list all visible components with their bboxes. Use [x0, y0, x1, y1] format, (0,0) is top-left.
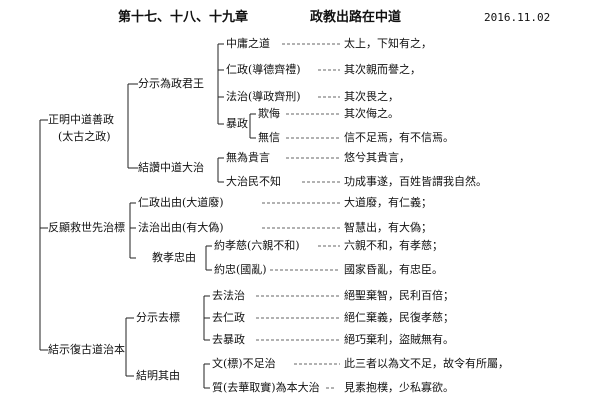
text-line: 絕聖棄智，民利百倍； — [344, 289, 454, 302]
date-label: 2016.11.02 — [484, 11, 551, 24]
chapters-heading: 第十七、十八、十九章 — [118, 10, 249, 25]
page-title: 政教出路在中道 — [310, 10, 402, 25]
text-line: 國家昏亂，有忠臣。 — [344, 263, 443, 276]
item-qu-fazhi: 去法治 — [212, 289, 245, 302]
text-line: 其次親而譽之， — [344, 63, 421, 76]
item-renzheng: 仁政(導德齊禮) — [226, 63, 301, 76]
text-line: 六親不和，有孝慈； — [344, 239, 443, 252]
text-line: 智慧出，有大偽； — [344, 221, 432, 234]
item-qiwu: 欺侮 — [258, 107, 280, 120]
text-line: 絕仁棄義，民復孝慈； — [344, 311, 454, 324]
node-jieming-qiyou: 結明其由 — [136, 369, 180, 382]
text-line: 悠兮其貴言， — [344, 151, 410, 164]
item-zhongyong: 中庸之道 — [226, 37, 270, 50]
item-fazhi-chuyou: 法治出由(有大偽) — [138, 221, 224, 234]
item-renzheng-chuyou: 仁政出由(大道廢) — [138, 196, 224, 209]
root-label-fanxian: 反顯救世先治標 — [48, 221, 125, 234]
text-line: 絕巧棄利，盜賊無有。 — [344, 333, 454, 346]
text-line: 此三者以為文不足，故令有所屬， — [344, 357, 509, 370]
node-fenshi-junwang: 分示為政君王 — [138, 77, 204, 90]
item-yue-zhong: 約忠(國亂) — [214, 263, 267, 276]
text-line: 功成事遂，百姓皆謂我自然。 — [344, 175, 487, 188]
text-line: 大道廢，有仁義； — [344, 196, 432, 209]
item-baozheng: 暴政 — [226, 117, 248, 130]
node-jiezan-dazhi: 結讚中道大治 — [138, 161, 204, 174]
root-sublabel-taigu: (太古之政) — [58, 130, 111, 143]
item-qu-baozheng: 去暴政 — [212, 333, 245, 346]
text-line: 其次侮之。 — [344, 107, 399, 120]
text-line: 其次畏之， — [344, 90, 399, 103]
item-wuwei: 無為貴言 — [226, 151, 270, 164]
item-zhi-weiben: 質(去華取實)為本大治 — [212, 381, 320, 394]
text-line: 太上，下知有之， — [344, 37, 432, 50]
item-dazhi-minbuzhi: 大治民不知 — [226, 175, 281, 188]
item-fazhi: 法治(導政齊刑) — [226, 90, 301, 103]
node-fenshi-qubiao: 分示去標 — [136, 311, 180, 324]
root-label-zhengming: 正明中道善政 — [48, 113, 114, 126]
item-yue-xiaoci: 約孝慈(六親不和) — [214, 239, 300, 252]
item-qu-renzheng: 去仁政 — [212, 311, 245, 324]
item-wuxin: 無信 — [258, 131, 280, 144]
root-label-jieshi: 結示復古道治本 — [48, 343, 125, 356]
item-jiaoxiao-zhongyou: 教孝忠由 — [152, 251, 196, 264]
text-line: 見素抱樸，少私寡欲。 — [344, 381, 454, 394]
item-wen-buzuzhi: 文(標)不足治 — [212, 357, 276, 370]
text-line: 信不足焉，有不信焉。 — [344, 131, 454, 144]
